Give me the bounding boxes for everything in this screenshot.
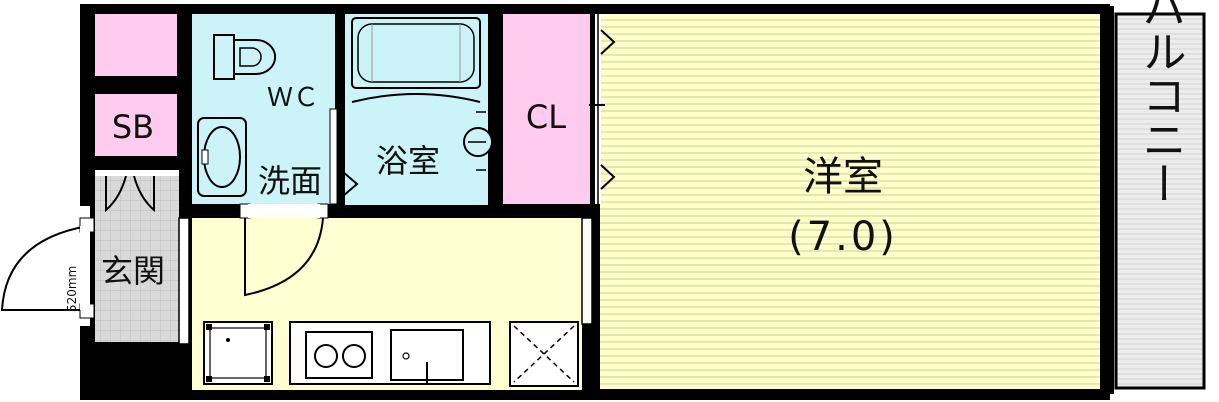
refrigerator-icon <box>203 321 273 385</box>
entrance-label: 玄関 <box>101 252 165 290</box>
closet-floor <box>503 14 590 204</box>
shoe-box-floor <box>95 94 177 156</box>
entrance-door <box>0 225 89 311</box>
western-room-floor <box>600 14 1100 389</box>
bathroom-label: 浴室 <box>376 142 440 180</box>
shoe-box-label: SB <box>112 108 154 146</box>
toilet-icon <box>213 34 235 80</box>
western-room-label: 洋室 <box>803 154 883 200</box>
balcony-label: バルコニー <box>1135 0 1186 205</box>
washroom-label: 洗面 <box>258 162 322 200</box>
entrance-door-width: 520mm <box>65 266 79 312</box>
stove-icon <box>305 331 373 379</box>
storage-floor <box>95 14 177 76</box>
washroom-door <box>244 217 324 297</box>
entrance-floor <box>95 170 179 342</box>
toilet-label: ＷＣ <box>267 83 319 113</box>
closet-label: CL <box>526 98 566 136</box>
western-room-size: (7.0) <box>788 214 898 260</box>
balcony-floor <box>1114 12 1206 390</box>
